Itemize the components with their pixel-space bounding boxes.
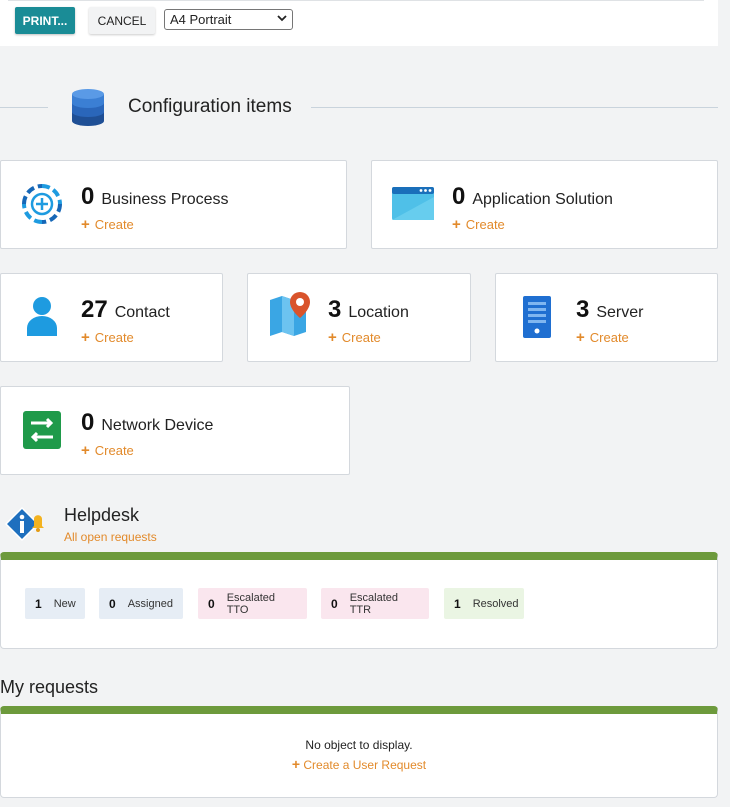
card-location[interactable]: 3 Location + Create [247, 273, 471, 362]
business-process-create-link[interactable]: + Create [81, 216, 134, 233]
toolbar-divider [8, 0, 704, 1]
card-application-solution[interactable]: 0 Application Solution + Create [371, 160, 718, 249]
card-network-device[interactable]: 0 Network Device + Create [0, 386, 350, 475]
create-user-request-link[interactable]: + Create a User Request [1, 756, 717, 772]
application-solution-count: 0 [452, 183, 466, 210]
paper-format-value: A4 Portrait [170, 12, 232, 27]
badge-count: 1 [35, 596, 42, 611]
cancel-button[interactable]: CANCEL [89, 7, 155, 34]
location-create-link[interactable]: + Create [328, 329, 381, 346]
helpdesk-panel: 1 New 0 Assigned 0 Escalated TTO 0 Escal… [0, 552, 718, 649]
plus-icon: + [452, 216, 461, 233]
badge-count: 1 [454, 596, 461, 611]
database-icon [71, 88, 105, 133]
plus-icon: + [328, 329, 337, 346]
network-device-label: Network Device [101, 417, 214, 434]
badge-label: Escalated TTR [349, 591, 398, 616]
application-solution-icon [392, 187, 434, 225]
create-label: Create [94, 330, 134, 345]
badge-new[interactable]: 1 New [25, 588, 85, 619]
badge-label: Assigned [127, 597, 173, 610]
location-label: Location [348, 304, 409, 321]
paper-format-select[interactable]: A4 Portrait [164, 9, 293, 30]
plus-icon: + [81, 216, 90, 233]
badge-count: 0 [109, 596, 116, 611]
empty-state-text: No object to display. [305, 738, 413, 752]
section-title-configuration-items: Configuration items [128, 96, 292, 117]
network-device-icon [23, 411, 61, 454]
contact-count: 27 [81, 296, 108, 323]
plus-icon: + [291, 756, 301, 772]
badge-resolved[interactable]: 1 Resolved [444, 588, 524, 619]
my-requests-title: My requests [0, 677, 99, 697]
card-business-process[interactable]: 0 Business Process + Create [0, 160, 347, 249]
plus-icon: + [81, 329, 90, 346]
contact-create-link[interactable]: + Create [81, 329, 134, 346]
plus-icon: + [81, 442, 90, 459]
create-label: Create [341, 330, 381, 345]
helpdesk-icon [4, 506, 48, 549]
application-solution-label: Application Solution [472, 191, 613, 208]
contact-icon [26, 296, 58, 341]
create-user-request-label: Create a User Request [303, 758, 427, 772]
badge-assigned[interactable]: 0 Assigned [99, 588, 183, 619]
badge-label: Escalated TTO [226, 591, 275, 616]
print-toolbar: PRINT... CANCEL A4 Portrait [0, 0, 718, 46]
server-icon [523, 296, 551, 343]
card-server[interactable]: 3 Server + Create [495, 273, 718, 362]
location-icon [270, 292, 312, 341]
business-process-label: Business Process [101, 191, 229, 208]
all-open-requests-link[interactable]: All open requests [64, 530, 157, 544]
contact-label: Contact [114, 304, 170, 321]
card-contact[interactable]: 27 Contact + Create [0, 273, 223, 362]
location-count: 3 [328, 296, 342, 323]
section-divider-left [0, 107, 48, 108]
badge-count: 0 [331, 596, 338, 611]
badge-count: 0 [208, 596, 215, 611]
chevron-down-icon [277, 14, 287, 25]
my-requests-panel: No object to display. + Create a User Re… [0, 706, 718, 798]
application-solution-create-link[interactable]: + Create [452, 216, 505, 233]
business-process-icon [21, 183, 63, 230]
helpdesk-title: Helpdesk [64, 505, 140, 525]
create-label: Create [94, 217, 134, 232]
create-label: Create [94, 443, 134, 458]
plus-icon: + [576, 329, 585, 346]
badge-escalated-tto[interactable]: 0 Escalated TTO [198, 588, 307, 619]
server-create-link[interactable]: + Create [576, 329, 629, 346]
badge-label: Resolved [472, 597, 519, 610]
server-label: Server [596, 304, 644, 321]
print-button[interactable]: PRINT... [15, 7, 75, 34]
create-label: Create [465, 217, 505, 232]
create-label: Create [589, 330, 629, 345]
network-device-count: 0 [81, 409, 95, 436]
business-process-count: 0 [81, 183, 95, 210]
section-divider-right [311, 107, 718, 108]
badge-escalated-ttr[interactable]: 0 Escalated TTR [321, 588, 429, 619]
server-count: 3 [576, 296, 590, 323]
badge-label: New [53, 597, 76, 610]
network-device-create-link[interactable]: + Create [81, 442, 134, 459]
